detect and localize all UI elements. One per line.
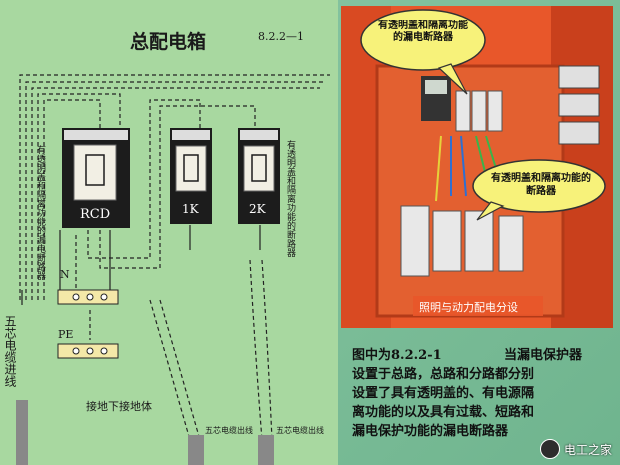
- pe-label: PE: [58, 328, 73, 341]
- ground-label: 接地下接地体: [86, 399, 152, 413]
- caption: 图中为8.2.2-1 当漏电保护器 设置于总路，总路和分路都分别 设置了具有透明…: [352, 346, 612, 441]
- pe-busbar: [57, 343, 119, 359]
- cabinet-photo-svg: 有透明盖和隔离功能的漏电断路器 有透明盖和隔离功能的断路器 照明与动力配电分设: [341, 6, 613, 328]
- k2-label: 2K: [249, 202, 267, 216]
- cabinet-photo: 有透明盖和隔离功能的漏电断路器 有透明盖和隔离功能的断路器 照明与动力配电分设: [341, 6, 613, 328]
- dashed-wires: [19, 74, 330, 441]
- diagram-title: 总配电箱: [130, 30, 206, 53]
- conduit-out-1: [188, 435, 204, 465]
- caption-line5: 漏电保护功能的漏电断路器: [352, 424, 509, 439]
- watermark: 电工之家: [539, 439, 612, 459]
- side-note-left: 有透明盖和隔离功能的漏电断路器: [35, 144, 46, 280]
- side-note-right: 有透明盖和隔离功能的断路器: [285, 139, 296, 257]
- n-busbar: [57, 289, 119, 305]
- breaker-2k: 2K: [238, 128, 280, 224]
- bubble-top: [360, 9, 486, 71]
- bubble-right-text: 有透明盖和隔离功能的断路器: [491, 173, 591, 197]
- k1-label: 1K: [182, 202, 200, 216]
- watermark-text: 电工之家: [563, 442, 612, 457]
- caption-line1-left: 图中为8.2.2-1: [352, 348, 442, 363]
- breaker-1k: 1K: [170, 128, 212, 224]
- out2-label: 五芯电缆出线: [276, 425, 324, 435]
- incoming-label: 五芯电缆进线: [3, 315, 17, 387]
- caption-line4: 离功能的以及具有过载、短路和: [352, 405, 535, 420]
- conduit-in: [16, 400, 28, 465]
- bubble-top-text: 有透明盖和隔离功能的漏电断路器: [378, 20, 468, 43]
- rcd-label: RCD: [80, 207, 110, 222]
- solid-wires: [59, 225, 261, 290]
- out1-label: 五芯电缆出线: [205, 425, 253, 435]
- wiring-diagram-panel: 总配电箱 8.2.2—1: [0, 0, 338, 465]
- n-label: N: [60, 268, 70, 281]
- caption-line3: 设置了具有透明盖的、有电源隔: [352, 386, 535, 401]
- caption-line1-right: 当漏电保护器: [503, 348, 582, 363]
- conduit-out-2: [258, 435, 274, 465]
- bubble-right: [472, 159, 606, 213]
- photo-banner: 照明与动力配电分设: [419, 301, 518, 314]
- caption-line2: 设置于总路，总路和分路都分别: [352, 367, 535, 382]
- wiring-diagram-svg: 总配电箱 8.2.2—1: [3, 30, 330, 465]
- diagram-code: 8.2.2—1: [258, 30, 304, 43]
- rcd-breaker: RCD: [62, 128, 130, 228]
- wechat-logo-icon: [539, 439, 560, 459]
